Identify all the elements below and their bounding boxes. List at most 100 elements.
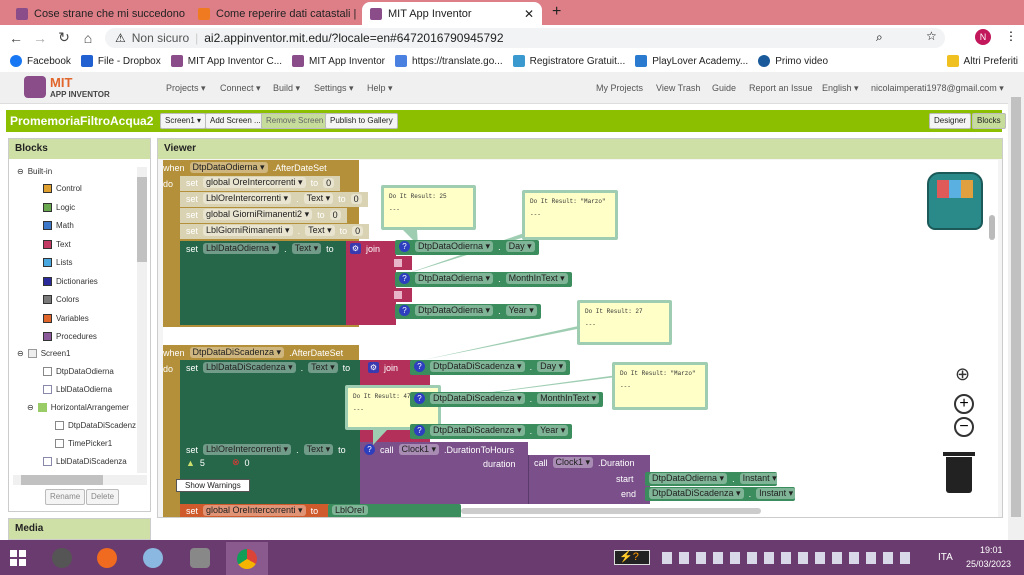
menu-help[interactable]: Help ▾ bbox=[367, 83, 393, 93]
category-procedures[interactable]: Procedures bbox=[43, 332, 97, 341]
do-it-result-comment[interactable]: Do It Result: 27--- bbox=[577, 300, 672, 345]
tree-timepicker1[interactable]: TimePicker1 bbox=[55, 439, 112, 448]
language-indicator[interactable]: ITA bbox=[938, 552, 953, 563]
system-tray-icons[interactable] bbox=[662, 552, 912, 564]
do-it-result-comment[interactable]: Do It Result: "Marzo"--- bbox=[612, 362, 708, 410]
tree-horizontalarrangement[interactable]: ⊖HorizontalArrangemer bbox=[27, 403, 129, 412]
workspace-hscrollbar[interactable] bbox=[461, 508, 761, 514]
do-it-result-comment[interactable]: Do It Result: 25--- bbox=[381, 185, 476, 230]
category-lists[interactable]: Lists bbox=[43, 258, 72, 267]
backpack-icon[interactable] bbox=[927, 172, 983, 230]
getter-block-day[interactable]: ?DtpDataOdierna ▾.Day ▾ bbox=[395, 240, 539, 255]
category-logic[interactable]: Logic bbox=[43, 202, 75, 212]
tree-vscrollbar[interactable] bbox=[137, 167, 147, 473]
getter-start-instant[interactable]: DtpDataOdierna ▾.Instant ▾ bbox=[645, 472, 780, 486]
bookmark-facebook[interactable]: Facebook bbox=[10, 55, 71, 67]
getter-block-monthintext[interactable]: ?DtpDataDiScadenza ▾.MonthInText ▾ bbox=[410, 392, 604, 407]
tab-catastali[interactable]: Come reperire dati catastali | Salv✕ bbox=[190, 2, 360, 25]
tree-lbldatadiscadenza[interactable]: LblDataDiScadenza bbox=[43, 457, 127, 466]
error-icon[interactable]: ⊗ bbox=[231, 457, 240, 467]
center-target-icon[interactable]: ⊕ bbox=[955, 364, 971, 384]
zoom-in-icon[interactable]: + bbox=[954, 394, 974, 414]
category-dictionaries[interactable]: Dictionaries bbox=[43, 276, 98, 286]
forward-icon[interactable]: → bbox=[33, 29, 47, 46]
tab-mit-app-inventor[interactable]: MIT App Inventor✕ bbox=[362, 2, 542, 25]
menu-build[interactable]: Build ▾ bbox=[273, 83, 301, 93]
tree-builtin[interactable]: ⊖Built-in bbox=[17, 167, 53, 176]
star-icon[interactable]: ☆ bbox=[926, 29, 937, 43]
rename-button[interactable]: Rename bbox=[45, 489, 86, 505]
delete-button[interactable]: Delete bbox=[86, 489, 120, 505]
tab-cose-strane[interactable]: Cose strane che mi succedono - I✕ bbox=[8, 2, 188, 25]
bookmark-other[interactable]: Altri Preferiti bbox=[946, 55, 1018, 67]
tree-dtpdataodierna[interactable]: DtpDataOdierna bbox=[43, 367, 114, 376]
menu-icon[interactable]: ⋮ bbox=[1005, 29, 1017, 43]
back-icon[interactable]: ← bbox=[9, 29, 23, 46]
clock-date[interactable]: 25/03/2023 bbox=[966, 559, 1012, 569]
start-icon[interactable] bbox=[10, 550, 26, 566]
trash-icon[interactable] bbox=[943, 452, 975, 493]
tree-hscrollbar[interactable] bbox=[13, 475, 147, 485]
paint-icon[interactable] bbox=[143, 548, 163, 568]
warning-icon[interactable]: ▲ bbox=[186, 457, 195, 468]
publish-gallery-button[interactable]: Publish to Gallery bbox=[325, 113, 398, 129]
account-menu[interactable]: nicolaimperati1978@gmail.com ▾ bbox=[871, 83, 1004, 93]
getter-block-day[interactable]: ?DtpDataDiScadenza ▾.Day ▾ bbox=[410, 360, 571, 375]
bookmark-translate[interactable]: https://translate.go... bbox=[395, 55, 503, 67]
security-app-icon[interactable] bbox=[190, 548, 210, 568]
category-control[interactable]: Control bbox=[43, 184, 82, 193]
getter-block-year[interactable]: ?DtpDataOdierna ▾.Year ▾ bbox=[395, 304, 541, 319]
workspace-vscrollbar[interactable] bbox=[989, 215, 995, 240]
tree-screen1[interactable]: ⊖Screen1 bbox=[17, 349, 71, 358]
profile-avatar[interactable]: N bbox=[975, 29, 991, 45]
chrome-taskbar-button[interactable] bbox=[226, 542, 268, 575]
bookmark-mit[interactable]: MIT App Inventor bbox=[292, 55, 385, 67]
menu-projects[interactable]: Projects ▾ bbox=[166, 83, 206, 93]
zoom-out-icon[interactable]: − bbox=[954, 417, 974, 437]
join-block[interactable]: ⚙join bbox=[346, 241, 412, 325]
report-issue-link[interactable]: Report an Issue bbox=[749, 83, 813, 93]
guide-link[interactable]: Guide bbox=[712, 83, 737, 93]
add-screen-button[interactable]: Add Screen ... bbox=[205, 113, 266, 129]
getter-end-instant[interactable]: DtpDataDiScadenza ▾.Instant ▾ bbox=[645, 487, 797, 501]
new-tab-button[interactable]: + bbox=[552, 3, 562, 20]
tree-lbldataodierna[interactable]: LblDataOdierna bbox=[43, 385, 112, 394]
category-math[interactable]: Math bbox=[43, 221, 74, 230]
page-scrollbar[interactable] bbox=[1008, 72, 1024, 540]
app-icon[interactable] bbox=[52, 548, 72, 568]
bookmark-dropbox[interactable]: File - Dropbox bbox=[80, 55, 161, 67]
designer-button[interactable]: Designer bbox=[929, 113, 972, 129]
zoom-icon[interactable]: ⌕ bbox=[876, 30, 883, 44]
language-menu[interactable]: English ▾ bbox=[822, 83, 859, 93]
firefox-icon[interactable] bbox=[97, 548, 117, 568]
show-warnings-button[interactable]: Show Warnings bbox=[176, 479, 250, 492]
lbloreintercorrenti-getter[interactable]: LblOreI bbox=[328, 504, 461, 517]
reload-icon[interactable]: ↻ bbox=[58, 29, 70, 45]
home-icon[interactable]: ⌂ bbox=[83, 29, 93, 46]
url-input[interactable]: ⚠ Non sicuro | ai2.appinventor.mit.edu/?… bbox=[105, 28, 945, 48]
getter-block-year[interactable]: ?DtpDataDiScadenza ▾.Year ▾ bbox=[410, 424, 573, 439]
category-text[interactable]: Text bbox=[43, 239, 71, 249]
remove-screen-button[interactable]: Remove Screen bbox=[261, 113, 329, 129]
bookmark-playlover[interactable]: PlayLover Academy... bbox=[635, 55, 748, 67]
my-projects-link[interactable]: My Projects bbox=[596, 83, 644, 93]
getter-block-monthintext[interactable]: ?DtpDataOdierna ▾.MonthInText ▾ bbox=[395, 272, 572, 287]
bookmark-registratore[interactable]: Registratore Gratuit... bbox=[512, 55, 625, 67]
bookmark-primo-video[interactable]: Primo video bbox=[758, 55, 828, 67]
battery-icon[interactable]: ⚡? bbox=[614, 550, 650, 565]
category-colors[interactable]: Colors bbox=[43, 295, 79, 304]
tree-dtpdatadiscadenza[interactable]: DtpDataDiScadenz bbox=[55, 421, 136, 430]
category-variables[interactable]: Variables bbox=[43, 313, 89, 323]
do-it-result-comment[interactable]: Do It Result: "Marzo"--- bbox=[522, 190, 618, 240]
view-trash-link[interactable]: View Trash bbox=[656, 83, 701, 93]
